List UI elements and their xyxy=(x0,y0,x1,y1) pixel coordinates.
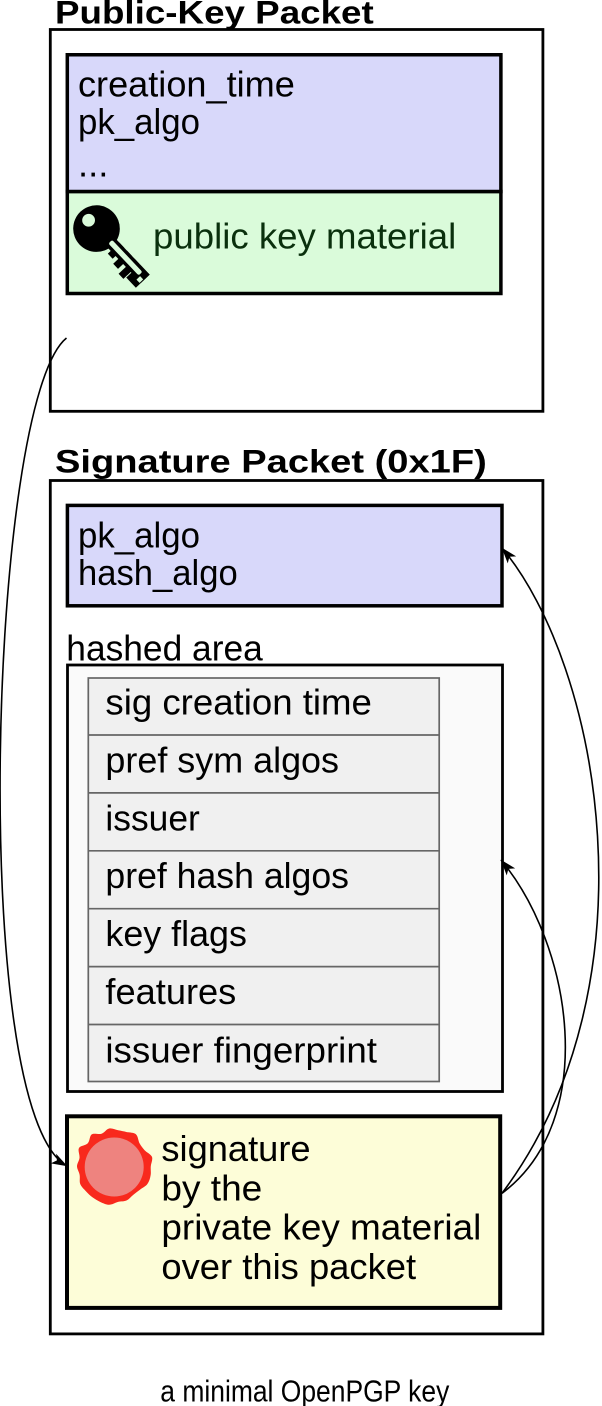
svg-text:Public-Key Packet: Public-Key Packet xyxy=(55,0,374,30)
svg-text:hashed area: hashed area xyxy=(66,628,263,669)
svg-text:pk_algo: pk_algo xyxy=(78,515,200,556)
svg-text:signature: signature xyxy=(161,1128,310,1169)
svg-text:...: ... xyxy=(78,144,108,185)
svg-text:creation_time: creation_time xyxy=(78,64,295,105)
svg-text:sig creation time: sig creation time xyxy=(105,682,372,723)
svg-text:features: features xyxy=(105,971,236,1012)
svg-text:issuer: issuer xyxy=(105,797,199,838)
svg-text:hash_algo: hash_algo xyxy=(78,552,238,593)
svg-text:pref sym algos: pref sym algos xyxy=(105,739,339,780)
svg-text:key flags: key flags xyxy=(105,913,247,954)
svg-text:pk_algo: pk_algo xyxy=(78,101,200,142)
svg-text:a minimal OpenPGP key: a minimal OpenPGP key xyxy=(160,1374,449,1406)
svg-text:over this packet: over this packet xyxy=(161,1246,416,1287)
svg-text:pref hash algos: pref hash algos xyxy=(105,855,349,896)
svg-text:Signature Packet (0x1F): Signature Packet (0x1F) xyxy=(55,444,487,480)
svg-text:issuer fingerprint: issuer fingerprint xyxy=(105,1030,377,1071)
svg-text:private key material: private key material xyxy=(161,1207,481,1248)
svg-text:public key material: public key material xyxy=(153,216,456,257)
svg-text:by the: by the xyxy=(161,1167,262,1208)
